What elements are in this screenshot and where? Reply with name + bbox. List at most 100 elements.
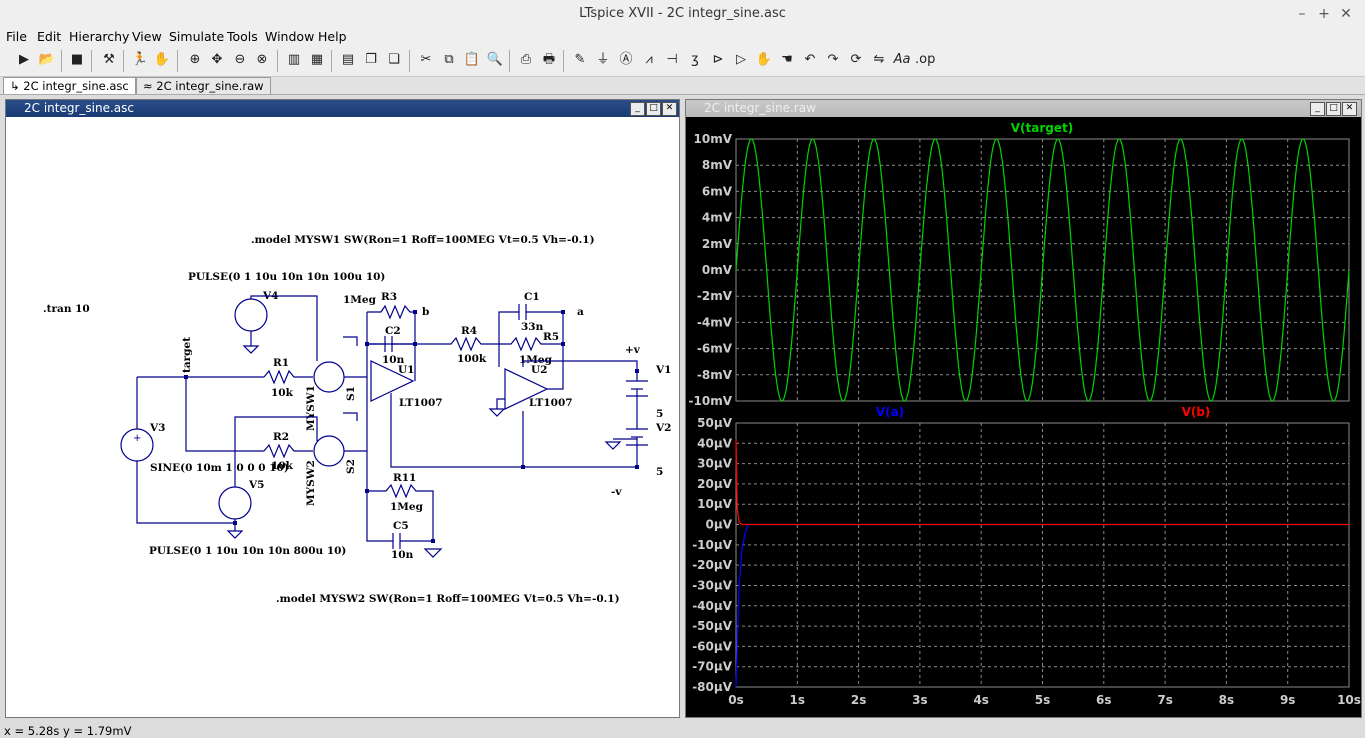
waveform-minimize-button[interactable]: _ [1310, 102, 1325, 116]
menu-edit[interactable]: Edit [37, 29, 62, 44]
ground-icon[interactable]: ⏚ [596, 52, 610, 67]
halt-icon[interactable]: ✋ [153, 52, 171, 67]
print-icon[interactable]: 🖶 [542, 52, 556, 67]
status-bar: x = 5.28s y = 1.79mV [0, 722, 1365, 738]
value-c5: 10n [391, 549, 414, 561]
label-net-icon[interactable]: Ⓐ [619, 52, 633, 67]
capacitor-icon[interactable]: ⊣ [666, 52, 678, 67]
label-s1: S1 [345, 386, 357, 401]
new-schematic-icon[interactable]: ▶ [19, 52, 29, 67]
label-r2: R2 [273, 431, 289, 443]
zoom-out-icon[interactable]: ⊖ [234, 52, 246, 67]
value-r1: 10k [271, 387, 294, 399]
menu-view[interactable]: View [132, 29, 162, 44]
control-panel-icon[interactable]: ⚒ [103, 52, 115, 67]
schematic-canvas[interactable]: .model MYSW1 SW(Ron=1 Roff=100MEG Vt=0.5… [6, 117, 679, 717]
wire-icon[interactable]: ✎ [574, 52, 586, 67]
label-r5: R5 [543, 331, 559, 343]
grid-icon[interactable]: ▦ [310, 52, 324, 67]
undo-icon[interactable]: ↶ [804, 52, 816, 67]
cascade-icon[interactable]: ❐ [365, 52, 377, 67]
y-tick-label: -4mV [697, 315, 733, 329]
tab-schematic[interactable]: ↳ 2C integr_sine.asc [3, 77, 136, 94]
label-r3: R3 [381, 291, 397, 303]
find-icon[interactable]: 🔍 [486, 52, 504, 67]
x-tick-label: 9s [1280, 693, 1296, 707]
model-directive-2[interactable]: .model MYSW2 SW(Ron=1 Roff=100MEG Vt=0.5… [276, 593, 620, 605]
separator [177, 50, 178, 72]
zoom-fit-icon[interactable]: ⊗ [256, 52, 268, 67]
value-r4: 100k [457, 353, 487, 365]
label-r11: R11 [393, 472, 416, 484]
component-icon[interactable]: ▷ [736, 52, 746, 67]
open-icon[interactable]: 📂 [38, 52, 56, 67]
menu-hierarchy[interactable]: Hierarchy [69, 29, 130, 44]
move-icon[interactable]: ✋ [755, 52, 773, 67]
trace-label-vb[interactable]: V(b) [1182, 405, 1211, 419]
toolbar: ▶ 📂 ■ ⚒ 🏃 ✋ ⊕ ✥ ⊖ ⊗ ▥ ▦ ▤ ❐ ❏ ✂ ⧉ 📋 🔍 ⎙ … [0, 46, 1365, 77]
separator [409, 50, 410, 72]
trace-label-vtarget[interactable]: V(target) [1011, 121, 1073, 135]
label-u2: U2 [531, 364, 547, 376]
menu-bar: File Edit Hierarchy View Simulate Tools … [0, 28, 1365, 46]
y-tick-label: 8mV [702, 158, 733, 172]
separator [331, 50, 332, 72]
copy-icon[interactable]: ⧉ [444, 52, 454, 67]
sine-v3[interactable]: SINE(0 10m 1 0 0 0 10) [150, 462, 289, 474]
waveform-maximize-button[interactable]: □ [1326, 102, 1341, 116]
menu-simulate[interactable]: Simulate [169, 29, 225, 44]
rotate-icon[interactable]: ⟳ [850, 52, 862, 67]
y-tick-label: 50µV [697, 416, 733, 430]
run-icon[interactable]: 🏃 [131, 52, 149, 67]
save-icon[interactable]: ■ [70, 52, 84, 67]
diode-icon[interactable]: ⊳ [712, 52, 724, 67]
pan-icon[interactable]: ✥ [211, 52, 223, 67]
y-tick-label: -30µV [692, 578, 733, 592]
schematic-maximize-button[interactable]: □ [646, 102, 661, 116]
zoom-in-icon[interactable]: ⊕ [189, 52, 201, 67]
inductor-icon[interactable]: ʒ [691, 52, 699, 67]
value-r5: 1Meg [519, 354, 553, 366]
waveform-close-button[interactable]: ✕ [1342, 102, 1357, 116]
menu-help[interactable]: Help [318, 29, 347, 44]
y-tick-label: -20µV [692, 558, 733, 572]
pulse-v4[interactable]: PULSE(0 1 10u 10n 10n 100u 10) [188, 271, 385, 283]
autorange-icon[interactable]: ▥ [287, 52, 301, 67]
menu-tools[interactable]: Tools [227, 29, 258, 44]
drag-icon[interactable]: ☚ [781, 52, 793, 67]
resistor-icon[interactable]: ⩘ [645, 52, 653, 67]
x-tick-label: 5s [1035, 693, 1051, 707]
cut-icon[interactable]: ✂ [420, 52, 432, 67]
tile-horizontal-icon[interactable]: ▤ [341, 52, 355, 67]
mirror-icon[interactable]: ⇋ [873, 52, 885, 67]
separator [123, 50, 124, 72]
pulse-v5[interactable]: PULSE(0 1 10u 10n 10n 800u 10) [149, 545, 346, 557]
redo-icon[interactable]: ↷ [827, 52, 839, 67]
label-s2: S2 [345, 459, 357, 474]
tab-waveform[interactable]: ≈ 2C integr_sine.raw [136, 77, 271, 94]
menu-window[interactable]: Window [265, 29, 315, 44]
tran-directive[interactable]: .tran 10 [43, 303, 90, 315]
waveform-icon: ≈ [143, 79, 157, 93]
y-tick-label: -50µV [692, 619, 733, 633]
schematic-wires: + [120, 295, 648, 558]
trace-label-va[interactable]: V(a) [876, 405, 904, 419]
model-directive-1[interactable]: .model MYSW1 SW(Ron=1 Roff=100MEG Vt=0.5… [251, 234, 595, 246]
text-icon[interactable]: Aa [893, 52, 911, 67]
close-window-icon[interactable]: ❏ [388, 52, 400, 67]
x-tick-label: 7s [1157, 693, 1173, 707]
schematic-close-button[interactable]: ✕ [662, 102, 677, 116]
menu-file[interactable]: File [6, 29, 27, 44]
y-tick-label: -60µV [692, 639, 733, 653]
close-button[interactable]: ✕ [1340, 6, 1352, 22]
paste-icon[interactable]: 📋 [463, 52, 481, 67]
print-preview-icon[interactable]: ⎙ [520, 52, 532, 67]
spice-directive-icon[interactable]: .op [915, 52, 936, 67]
schematic-minimize-button[interactable]: _ [630, 102, 645, 116]
maximize-button[interactable]: + [1318, 6, 1330, 22]
value-c1: 33n [521, 321, 544, 333]
minimize-button[interactable]: – [1298, 6, 1306, 22]
x-tick-label: 6s [1096, 693, 1112, 707]
